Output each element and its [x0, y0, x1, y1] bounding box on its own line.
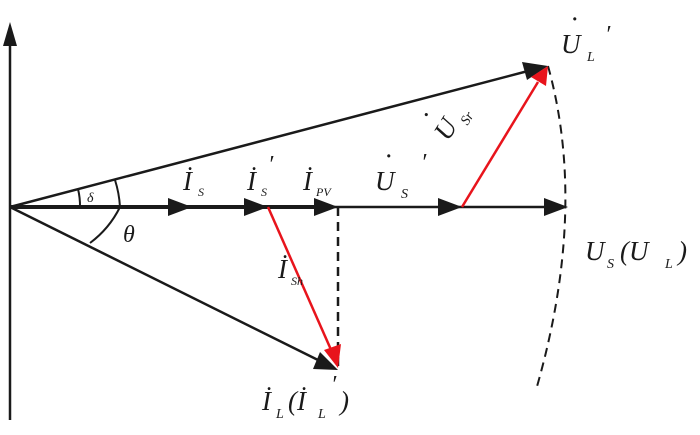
svg-text:İ: İ	[302, 166, 314, 196]
svg-text:Sr: Sr	[458, 109, 478, 128]
svg-text:L: L	[317, 407, 326, 422]
arrowhead-us-prime	[438, 198, 462, 216]
angle-arc-theta	[89, 179, 122, 244]
svg-text:U: U	[561, 29, 582, 59]
svg-text:S: S	[401, 187, 408, 202]
label-ipv: İ PV	[302, 166, 332, 199]
svg-text:İ: İ	[246, 166, 258, 196]
svg-text:Sh: Sh	[291, 274, 303, 288]
svg-text:(İ: (İ	[288, 386, 308, 416]
svg-text:U: U	[585, 236, 606, 266]
svg-text:PV: PV	[315, 185, 332, 199]
svg-text:): )	[676, 236, 687, 266]
angle-arc-delta	[77, 188, 82, 208]
svg-text:S: S	[198, 185, 204, 199]
svg-text:S: S	[607, 257, 614, 272]
label-delta: δ	[87, 191, 94, 206]
label-is: İ S	[182, 166, 204, 199]
svg-text:İ: İ	[261, 386, 273, 416]
svg-text:L: L	[664, 257, 673, 272]
svg-text:′: ′	[421, 150, 427, 176]
svg-text:L: L	[275, 407, 284, 422]
svg-text:İ: İ	[277, 254, 289, 284]
svg-text:′: ′	[605, 22, 611, 48]
svg-text:U: U	[375, 166, 396, 196]
svg-text:L: L	[586, 50, 595, 65]
vertical-axis	[3, 22, 17, 420]
dashed-arc	[535, 65, 567, 391]
label-us-ul: U S (U L )	[585, 236, 687, 272]
svg-text:İ: İ	[182, 166, 194, 196]
label-il: İ L (İ L ′ )	[261, 372, 349, 422]
arrowhead-ipv	[314, 198, 338, 216]
label-theta: θ	[123, 222, 135, 248]
svg-text:′: ′	[331, 372, 337, 398]
svg-text:(U: (U	[620, 236, 650, 266]
svg-text:·: ·	[385, 141, 392, 171]
label-ish: İ Sh	[277, 254, 303, 288]
svg-text:): )	[338, 386, 349, 416]
label-is-prime: İ S ′	[246, 152, 274, 199]
svg-text:S: S	[261, 185, 267, 199]
vector-usr	[460, 66, 548, 208]
vector-ish	[266, 206, 341, 368]
vector-ul-prime	[9, 62, 548, 209]
svg-text:·: ·	[571, 4, 578, 34]
label-us-prime: · U S ′	[375, 141, 427, 202]
vector-il	[9, 205, 338, 370]
svg-text:′: ′	[268, 152, 274, 178]
label-ul-prime: · U L ′	[561, 4, 611, 65]
